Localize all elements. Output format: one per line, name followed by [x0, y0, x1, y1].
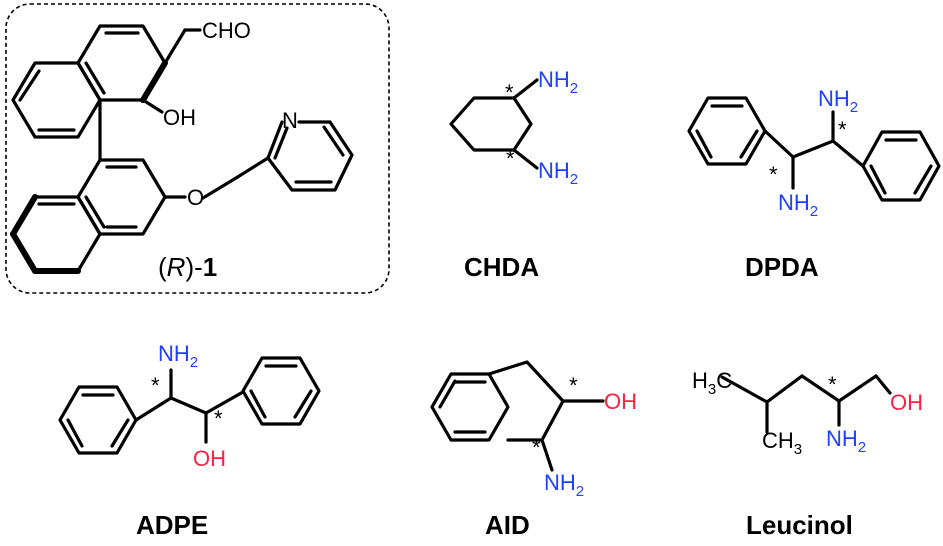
aldehyde-label: CHO — [202, 18, 251, 43]
aid: * * OH NH2 AID — [430, 360, 637, 540]
compound-1-label: (R)-1 — [158, 252, 217, 282]
leucinol-methyl-1: H3C — [692, 368, 732, 398]
aid-label: AID — [485, 510, 530, 540]
chda-label: CHDA — [464, 252, 539, 282]
oxy-methylene-bond-1 — [201, 176, 238, 200]
dpda-phenyl-left — [687, 96, 767, 166]
aid-stereocenter-2: * — [532, 435, 541, 460]
leucinol: * H3C CH3 NH2 OH Leucinol — [692, 368, 923, 540]
dpda-phenyl-right — [861, 130, 941, 202]
hydroxyl-label-1: OH — [163, 105, 196, 130]
leucinol-stereocenter: * — [828, 372, 837, 397]
adpe-stereocenter-2: * — [214, 406, 223, 431]
leucinol-label: Leucinol — [746, 510, 853, 540]
dpda-stereocenter-2: * — [838, 117, 847, 142]
chda-stereocenter-1: * — [505, 80, 514, 105]
compound-1: CHO OH O N (R)-1 — [5, 3, 390, 294]
adpe-phenyl-right — [241, 356, 321, 426]
chda: * * NH2 NH2 CHDA — [449, 67, 578, 282]
aid-amine: NH2 — [544, 470, 584, 500]
compound-1-box — [5, 3, 390, 294]
oxy-methylene-bond-2 — [234, 156, 270, 180]
aid-benzene — [430, 372, 510, 442]
chda-amine-1: NH2 — [538, 67, 578, 97]
adpe-amine: NH2 — [158, 341, 198, 371]
aid-stereocenter-1: * — [569, 373, 578, 398]
dpda-label: DPDA — [745, 252, 819, 282]
aid-hydroxyl: OH — [604, 389, 637, 414]
dpda-amine-bottom: NH2 — [778, 190, 818, 220]
leucinol-methyl-2: CH3 — [762, 428, 802, 458]
adpe-stereocenter-1: * — [151, 373, 160, 398]
dpda: * * NH2 NH2 DPDA — [687, 86, 941, 282]
dpda-amine-top: NH2 — [818, 86, 858, 116]
chda-stereocenter-2: * — [506, 146, 515, 171]
lower-naphthalene — [10, 158, 187, 274]
adpe-label: ADPE — [136, 510, 208, 540]
chda-cyclohexane — [449, 96, 533, 152]
adpe: * * NH2 OH ADPE — [58, 341, 321, 540]
chda-amine-2: NH2 — [538, 158, 578, 188]
adpe-hydroxyl: OH — [193, 446, 226, 471]
aid-cyclopentane — [487, 360, 565, 442]
adpe-phenyl-left — [58, 385, 138, 455]
pyridine-n-label: N — [282, 108, 298, 133]
ether-o-label: O — [187, 185, 204, 210]
leucinol-amine: NH2 — [826, 426, 866, 456]
pyridine-ring — [266, 120, 354, 192]
leucinol-hydroxyl: OH — [890, 390, 923, 415]
dpda-stereocenter-1: * — [769, 162, 778, 187]
